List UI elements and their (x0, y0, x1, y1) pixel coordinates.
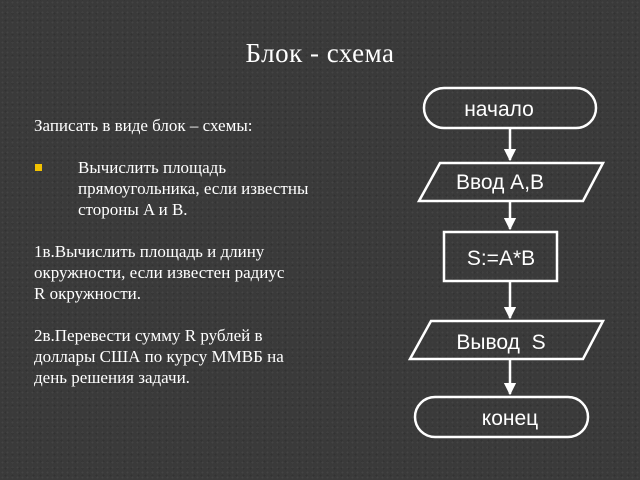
output-parallelogram (407, 319, 606, 361)
end-label: конец (482, 407, 538, 430)
variant-1-line: окружности, если известен радиус (34, 263, 285, 282)
variant-2-line: доллары США по курсу ММВБ на (34, 347, 284, 366)
variant-1: 1в.Вычислить площадь и длину окружности,… (34, 241, 404, 304)
variant-2-line: день решения задачи. (34, 368, 190, 387)
start-label: начало (464, 98, 534, 121)
variant-1-line: 1в.Вычислить площадь и длину (34, 242, 265, 261)
output-label: Вывод S (456, 331, 545, 354)
input-parallelogram (416, 161, 606, 203)
input-label: Ввод A,B (456, 171, 544, 194)
bullet-line: стороны A и B. (78, 200, 188, 219)
variant-2-line: 2в.Перевести сумму R рублей в (34, 326, 263, 345)
task-text: Записать в виде блок – схемы: Вычислить … (34, 115, 404, 409)
slide-title: Блок - схема (245, 38, 395, 68)
square-bullet-icon (35, 164, 42, 171)
process-box (442, 230, 559, 283)
end-terminal (413, 395, 590, 439)
variant-2: 2в.Перевести сумму R рублей в доллары СШ… (34, 325, 404, 388)
bullet-line: Вычислить площадь (78, 158, 227, 177)
bullet-item: Вычислить площадь прямоугольника, если и… (34, 157, 404, 220)
variant-1-line: R окружности. (34, 284, 141, 303)
task-intro: Записать в виде блок – схемы: (34, 116, 253, 135)
process-label: S:=A*B (467, 247, 535, 270)
bullet-line: прямоугольника, если известны (78, 179, 309, 198)
